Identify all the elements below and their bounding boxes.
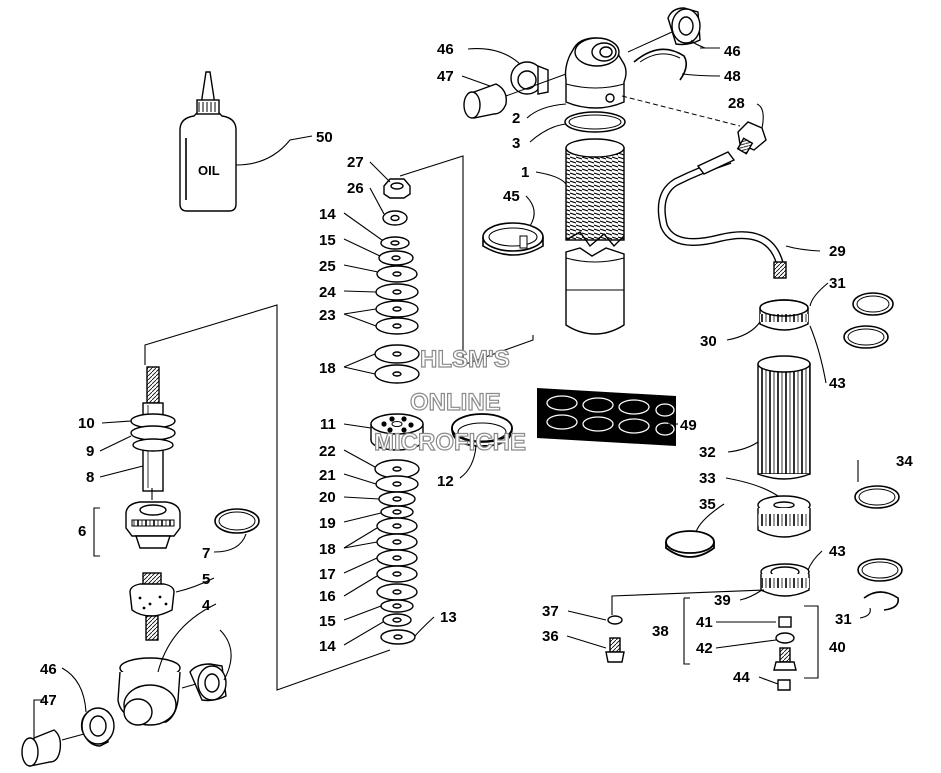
label-40: 40 bbox=[829, 639, 846, 656]
label-46-top-right: 46 bbox=[724, 43, 741, 60]
label-43-upper: 43 bbox=[829, 375, 846, 392]
label-25: 25 bbox=[319, 258, 336, 275]
label-38: 38 bbox=[652, 623, 669, 640]
label-3: 3 bbox=[512, 135, 520, 152]
label-19: 19 bbox=[319, 515, 336, 532]
label-14-lower: 14 bbox=[319, 638, 336, 655]
label-15-upper: 15 bbox=[319, 232, 336, 249]
label-21: 21 bbox=[319, 467, 336, 484]
label-16: 16 bbox=[319, 588, 336, 605]
label-32: 32 bbox=[699, 444, 716, 461]
label-11: 11 bbox=[320, 416, 336, 433]
label-42: 42 bbox=[696, 640, 713, 657]
watermark-line2: ONLINE bbox=[410, 389, 501, 416]
callout-leaders bbox=[33, 39, 871, 740]
label-49: 49 bbox=[680, 417, 697, 434]
label-50: 50 bbox=[316, 129, 333, 146]
reservoir-assembly bbox=[605, 95, 903, 691]
label-8: 8 bbox=[86, 469, 94, 486]
label-33: 33 bbox=[699, 470, 716, 487]
label-7: 7 bbox=[202, 545, 210, 562]
label-20: 20 bbox=[319, 489, 336, 506]
label-4: 4 bbox=[202, 597, 211, 614]
label-43-lower: 43 bbox=[829, 543, 846, 560]
watermark-line1: HLSM'S bbox=[420, 346, 510, 373]
label-35: 35 bbox=[699, 496, 716, 513]
label-9: 9 bbox=[86, 443, 94, 460]
watermark-line3: MICROFICHE bbox=[374, 429, 526, 456]
label-12: 12 bbox=[437, 473, 454, 490]
label-46-bottom: 46 bbox=[40, 661, 57, 678]
label-30: 30 bbox=[700, 333, 717, 350]
label-26: 26 bbox=[347, 180, 364, 197]
label-44: 44 bbox=[733, 669, 750, 686]
label-2: 2 bbox=[512, 110, 520, 127]
piston-band bbox=[451, 413, 513, 447]
label-22: 22 bbox=[319, 443, 336, 460]
label-28: 28 bbox=[728, 95, 745, 112]
label-29: 29 bbox=[829, 243, 846, 260]
label-24: 24 bbox=[319, 284, 336, 301]
label-15-lower: 15 bbox=[319, 613, 336, 630]
watermark: HLSM'S ONLINE MICROFICHE bbox=[373, 345, 526, 456]
valve-washer-stack bbox=[370, 178, 424, 645]
label-27: 27 bbox=[347, 154, 364, 171]
label-31-lower: 31 bbox=[835, 611, 852, 628]
label-13: 13 bbox=[440, 609, 457, 626]
label-23: 23 bbox=[319, 307, 336, 324]
label-46-top-left: 46 bbox=[437, 41, 454, 58]
label-39: 39 bbox=[714, 592, 731, 609]
label-6: 6 bbox=[78, 523, 86, 540]
oil-bottle-label: OIL bbox=[198, 163, 220, 178]
shock-body bbox=[463, 7, 701, 335]
label-18-lower: 18 bbox=[319, 541, 336, 558]
label-14-upper: 14 bbox=[319, 206, 336, 223]
label-45: 45 bbox=[503, 188, 520, 205]
label-10: 10 bbox=[78, 415, 95, 432]
label-34: 34 bbox=[896, 453, 913, 470]
label-41: 41 bbox=[696, 614, 713, 631]
label-5: 5 bbox=[202, 571, 210, 588]
part-number-labels: 1 2 3 4 5 6 7 8 9 10 11 12 13 14 14 15 1… bbox=[40, 41, 913, 709]
label-37: 37 bbox=[542, 603, 559, 620]
decal-strip bbox=[537, 388, 676, 446]
label-36: 36 bbox=[542, 628, 559, 645]
shaft-assembly bbox=[21, 366, 260, 767]
label-18-upper: 18 bbox=[319, 360, 336, 377]
label-31-upper: 31 bbox=[829, 275, 846, 292]
label-47-bottom: 47 bbox=[40, 692, 57, 709]
label-1: 1 bbox=[521, 164, 529, 181]
oil-bottle: OIL bbox=[179, 71, 237, 212]
label-48: 48 bbox=[724, 68, 741, 85]
label-17: 17 bbox=[319, 566, 336, 583]
label-47-top: 47 bbox=[437, 68, 454, 85]
